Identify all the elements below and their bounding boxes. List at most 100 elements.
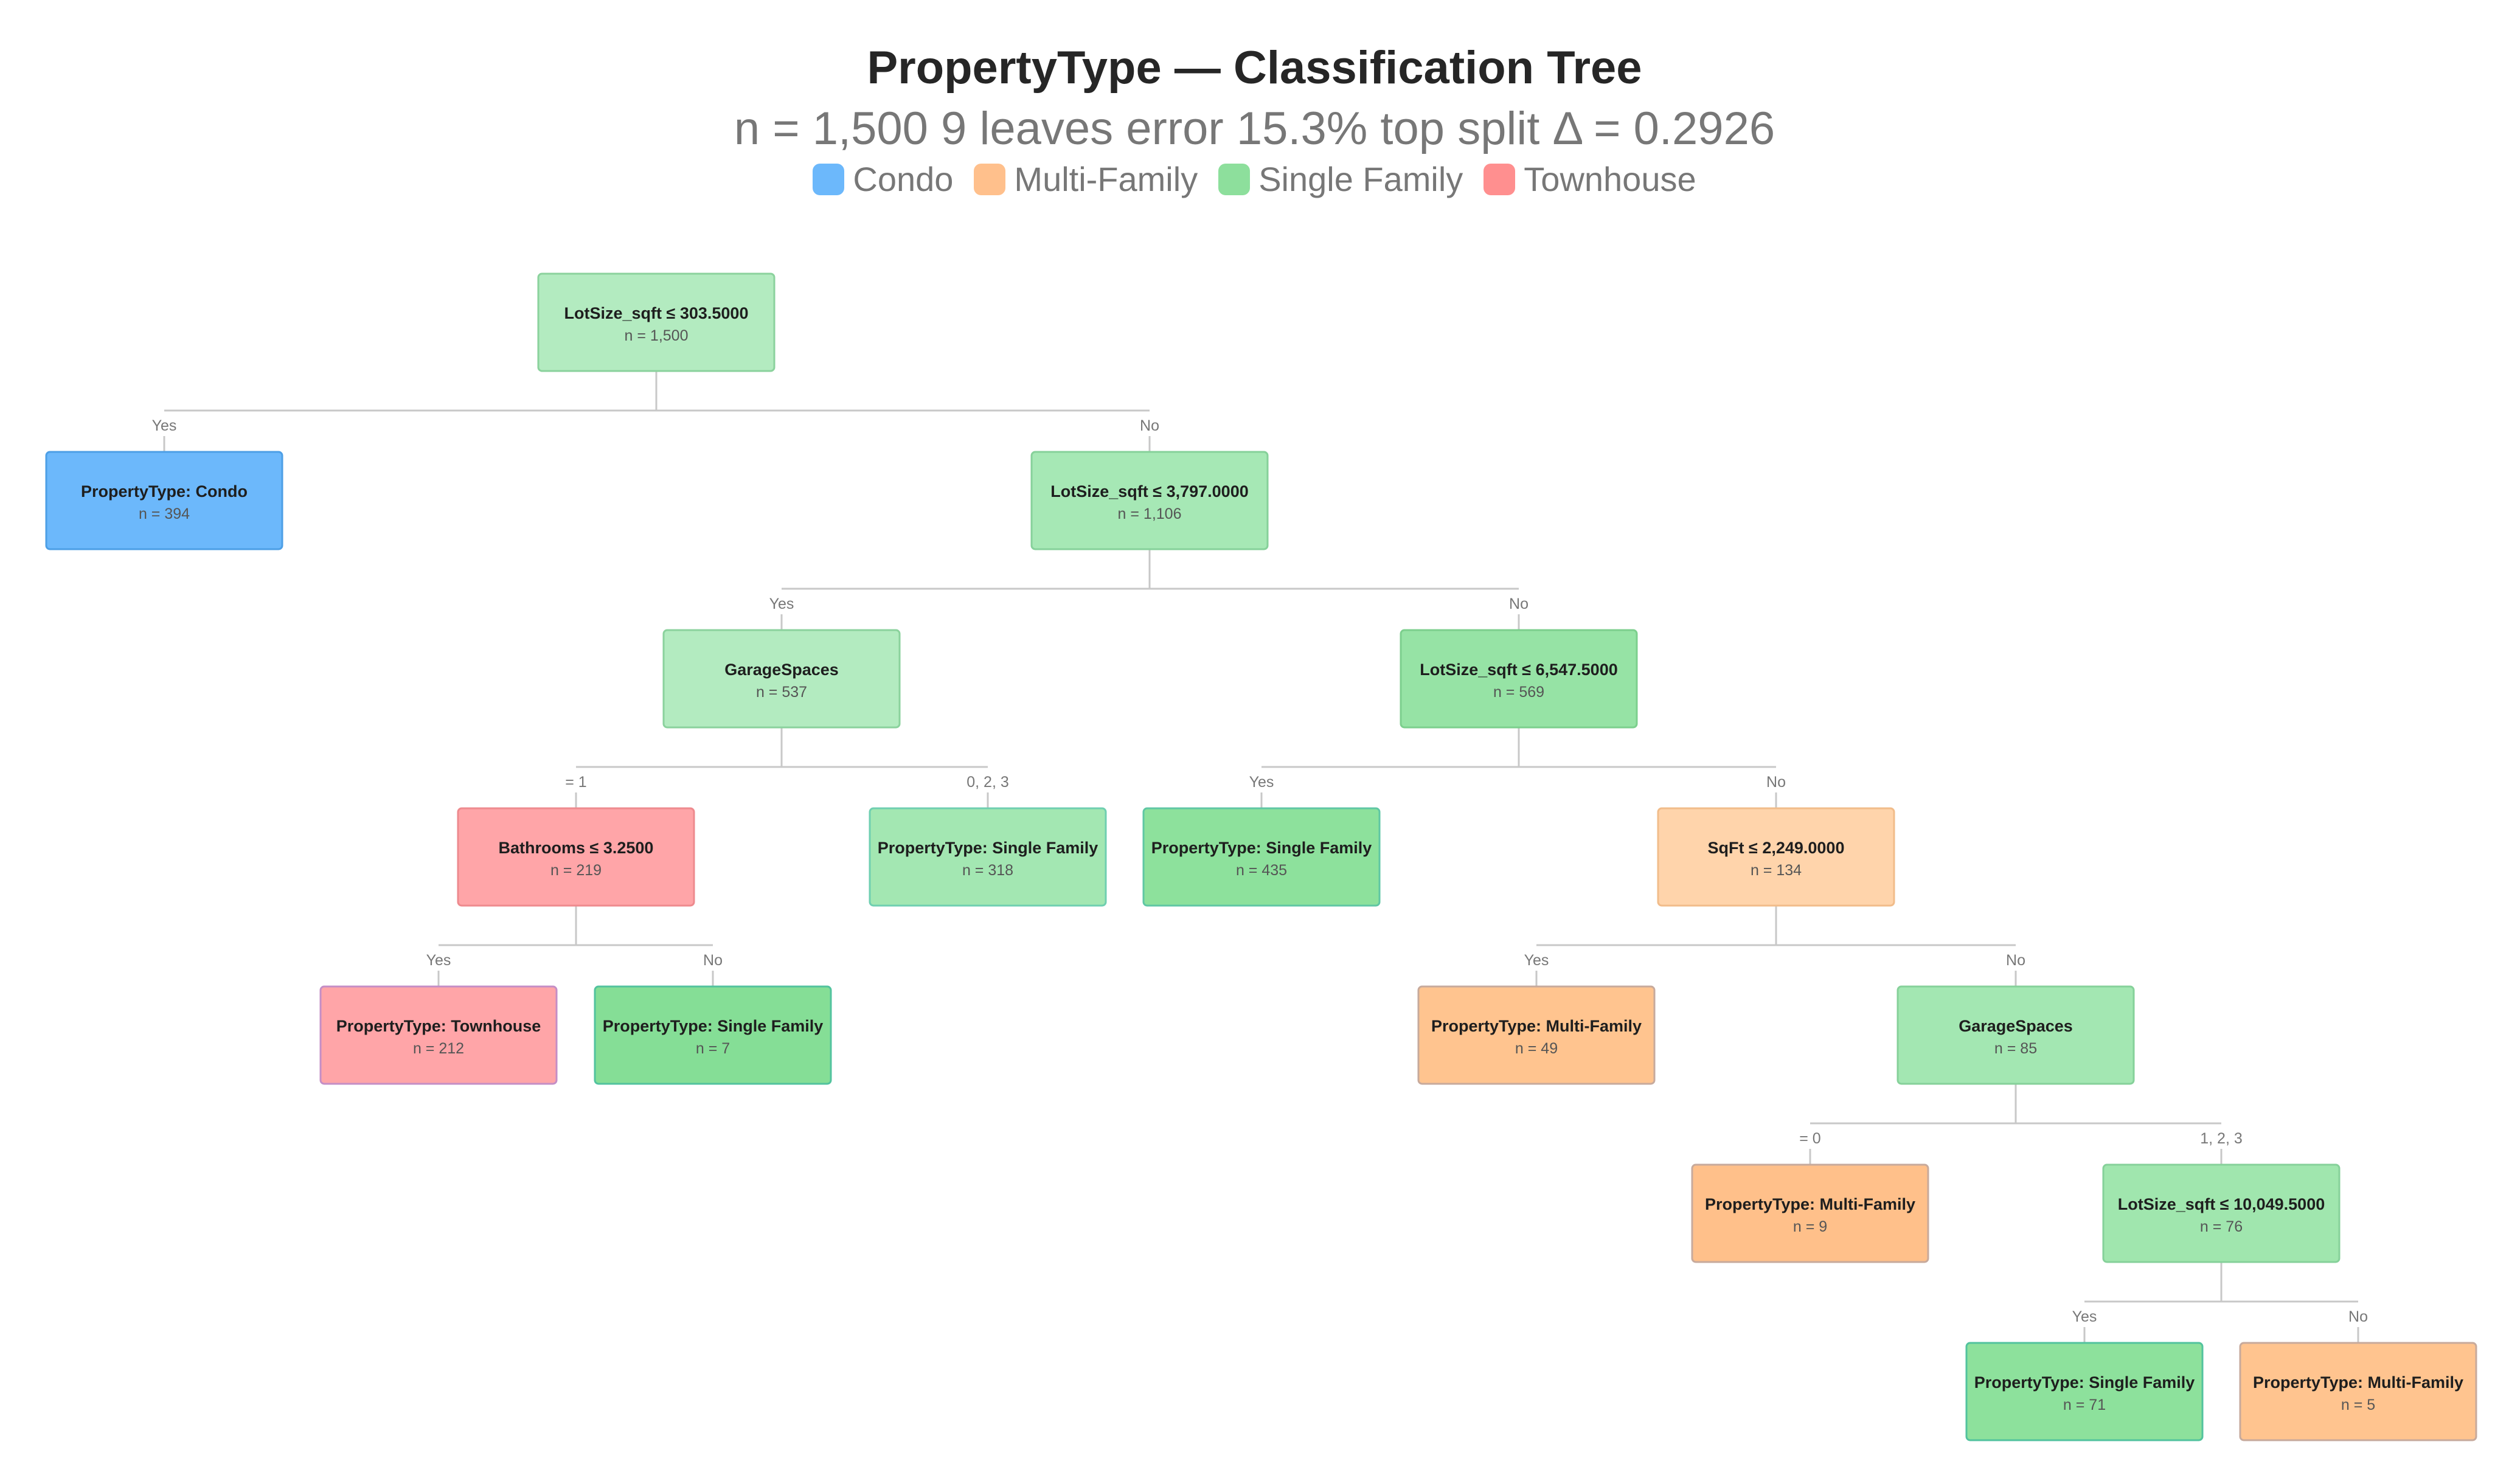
legend-swatch bbox=[813, 163, 845, 195]
tree-node: PropertyType: Multi-Family n = 5 bbox=[2239, 1342, 2477, 1441]
node-label: PropertyType: Multi-Family bbox=[1431, 1017, 1642, 1035]
node-label: PropertyType: Single Family bbox=[878, 839, 1098, 857]
node-count: n = 219 bbox=[550, 862, 602, 879]
node-box bbox=[662, 629, 901, 729]
edge-label: No bbox=[2348, 1308, 2368, 1325]
edge-label: 1, 2, 3 bbox=[2200, 1130, 2243, 1147]
node-count: n = 7 bbox=[696, 1040, 730, 1057]
tree-node: PropertyType: Multi-Family n = 9 bbox=[1691, 1163, 1929, 1263]
edge-label: No bbox=[2006, 952, 2025, 969]
node-box bbox=[1896, 985, 2135, 1085]
chart-title: PropertyType — Classification Tree bbox=[867, 42, 1642, 94]
node-box bbox=[2239, 1342, 2477, 1441]
tree-node: PropertyType: Condo n = 394 bbox=[45, 451, 283, 550]
tree-node: PropertyType: Townhouse n = 212 bbox=[319, 985, 558, 1085]
node-box bbox=[2102, 1163, 2341, 1263]
node-count: n = 5 bbox=[2341, 1396, 2375, 1413]
node-count: n = 1,500 bbox=[625, 327, 689, 344]
edge-label: Yes bbox=[769, 595, 794, 612]
edge-label: No bbox=[1766, 774, 1786, 791]
node-label: Bathrooms ≤ 3.2500 bbox=[499, 839, 654, 857]
legend-label: Single Family bbox=[1258, 160, 1463, 198]
node-count: n = 537 bbox=[756, 684, 807, 701]
node-count: n = 49 bbox=[1515, 1040, 1558, 1057]
tree-node: PropertyType: Single Family n = 71 bbox=[1965, 1342, 2204, 1441]
edge-label: Yes bbox=[426, 952, 451, 969]
tree-node: SqFt ≤ 2,249.0000 n = 134 bbox=[1657, 807, 1895, 907]
node-label: PropertyType: Multi-Family bbox=[2253, 1373, 2463, 1392]
node-count: n = 1,106 bbox=[1118, 505, 1182, 522]
node-label: PropertyType: Single Family bbox=[603, 1017, 824, 1035]
tree-node: PropertyType: Single Family n = 7 bbox=[594, 985, 832, 1085]
tree-node: LotSize_sqft ≤ 6,547.5000 n = 569 bbox=[1400, 629, 1638, 729]
legend-label: Townhouse bbox=[1524, 160, 1696, 198]
node-count: n = 435 bbox=[1236, 862, 1287, 879]
node-box bbox=[869, 807, 1107, 907]
tree-node: PropertyType: Multi-Family n = 49 bbox=[1417, 985, 1656, 1085]
tree-node: GarageSpaces n = 537 bbox=[662, 629, 901, 729]
legend-item: Condo bbox=[813, 159, 953, 199]
node-count: n = 85 bbox=[1994, 1040, 2037, 1057]
edge-label: Yes bbox=[1524, 952, 1549, 969]
tree-node: LotSize_sqft ≤ 303.5000 n = 1,500 bbox=[537, 272, 776, 372]
node-count: n = 569 bbox=[1493, 684, 1544, 701]
tree-node: PropertyType: Single Family n = 318 bbox=[869, 807, 1107, 907]
edge-label: No bbox=[1509, 595, 1529, 612]
node-label: LotSize_sqft ≤ 6,547.5000 bbox=[1420, 661, 1617, 679]
node-label: GarageSpaces bbox=[1959, 1017, 2073, 1035]
node-label: LotSize_sqft ≤ 303.5000 bbox=[564, 304, 749, 322]
edge-label: = 0 bbox=[1799, 1130, 1820, 1147]
edge-label: No bbox=[703, 952, 723, 969]
legend-label: Multi-Family bbox=[1014, 160, 1198, 198]
nodes: LotSize_sqft ≤ 303.5000 n = 1,500Property… bbox=[45, 272, 2477, 1441]
node-count: n = 394 bbox=[139, 505, 190, 522]
legend-label: Condo bbox=[853, 160, 954, 198]
edge-label: 0, 2, 3 bbox=[966, 774, 1009, 791]
tree-node: Bathrooms ≤ 3.2500 n = 219 bbox=[457, 807, 695, 907]
node-count: n = 76 bbox=[2200, 1218, 2243, 1235]
edge-label: No bbox=[1140, 417, 1159, 434]
node-label: PropertyType: Townhouse bbox=[336, 1017, 541, 1035]
edge-label: Yes bbox=[1249, 774, 1274, 791]
node-box bbox=[1965, 1342, 2204, 1441]
node-label: PropertyType: Single Family bbox=[1974, 1373, 2195, 1392]
tree-node: LotSize_sqft ≤ 10,049.5000 n = 76 bbox=[2102, 1163, 2341, 1263]
node-box bbox=[457, 807, 695, 907]
legend-item: Single Family bbox=[1218, 159, 1463, 199]
node-label: PropertyType: Multi-Family bbox=[1705, 1195, 1915, 1213]
legend-item: Townhouse bbox=[1484, 159, 1696, 199]
node-label: LotSize_sqft ≤ 10,049.5000 bbox=[2118, 1195, 2325, 1213]
edge-label: Yes bbox=[152, 417, 177, 434]
node-box bbox=[1691, 1163, 1929, 1263]
node-box bbox=[319, 985, 558, 1085]
node-label: PropertyType: Condo bbox=[81, 482, 248, 501]
node-label: PropertyType: Single Family bbox=[1151, 839, 1372, 857]
node-box bbox=[45, 451, 283, 550]
edge-label: Yes bbox=[2072, 1308, 2097, 1325]
legend-swatch bbox=[974, 163, 1006, 195]
node-label: GarageSpaces bbox=[724, 661, 839, 679]
legend-swatch bbox=[1218, 163, 1251, 195]
node-count: n = 134 bbox=[1751, 862, 1802, 879]
node-label: LotSize_sqft ≤ 3,797.0000 bbox=[1050, 482, 1248, 501]
node-label: SqFt ≤ 2,249.0000 bbox=[1708, 839, 1845, 857]
node-count: n = 71 bbox=[2063, 1396, 2106, 1413]
node-box bbox=[1030, 451, 1269, 550]
legend-item: Multi-Family bbox=[974, 159, 1198, 199]
chart-subtitle: n = 1,500 9 leaves error 15.3% top split… bbox=[734, 103, 1775, 154]
edge-label: = 1 bbox=[565, 774, 586, 791]
legend-swatch bbox=[1484, 163, 1516, 195]
node-count: n = 318 bbox=[962, 862, 1013, 879]
node-count: n = 212 bbox=[413, 1040, 464, 1057]
node-box bbox=[594, 985, 832, 1085]
node-box bbox=[1417, 985, 1656, 1085]
tree-node: GarageSpaces n = 85 bbox=[1896, 985, 2135, 1085]
legend: Condo Multi-Family Single Family Townhouse bbox=[0, 159, 2509, 199]
tree-node: LotSize_sqft ≤ 3,797.0000 n = 1,106 bbox=[1030, 451, 1269, 550]
node-box bbox=[1400, 629, 1638, 729]
node-box bbox=[1657, 807, 1895, 907]
node-count: n = 9 bbox=[1793, 1218, 1827, 1235]
node-box bbox=[537, 272, 776, 372]
